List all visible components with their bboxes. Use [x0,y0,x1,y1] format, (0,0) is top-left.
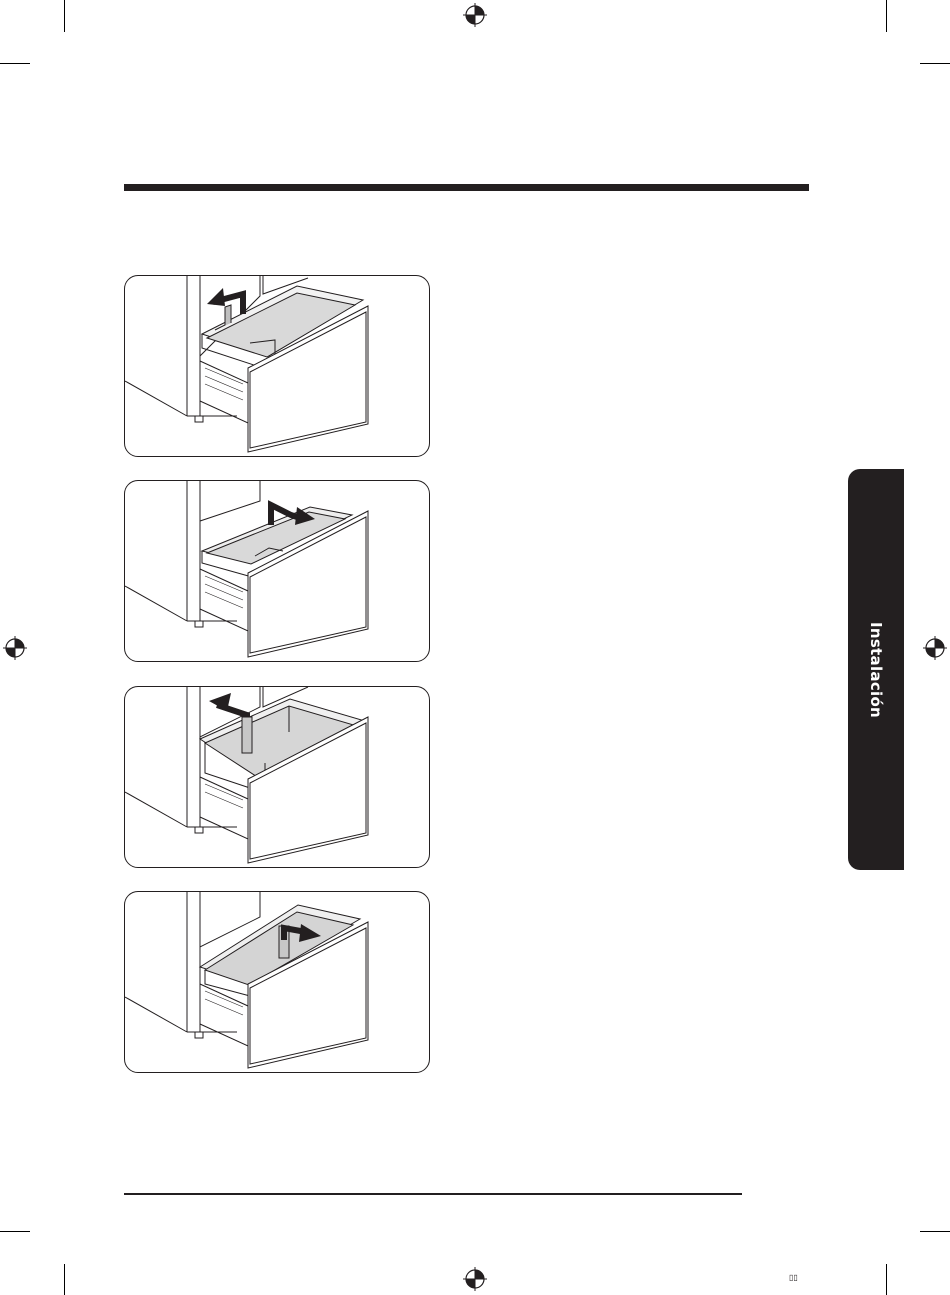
crop-mark [0,63,30,64]
page-marker: ▯▯ [789,1273,798,1282]
crop-mark [886,0,887,32]
footer-rule [124,1193,742,1195]
crop-mark [0,1231,30,1232]
section-tab-label: Instalación [867,621,885,717]
crop-mark [886,1264,887,1295]
registration-mark-icon [923,636,947,660]
crop-mark [920,1231,950,1232]
header-rule [124,184,809,191]
registration-mark-icon [3,636,27,660]
crop-mark [64,1264,65,1295]
registration-mark-icon [463,1267,487,1291]
step-3-illustration [124,686,430,868]
step-1-illustration [124,275,430,457]
section-tab: Instalación [848,469,904,870]
step-4-illustration [124,891,430,1073]
crop-mark [64,0,65,32]
registration-mark-icon [463,3,487,27]
step-2-illustration [124,480,430,662]
crop-mark [920,63,950,64]
